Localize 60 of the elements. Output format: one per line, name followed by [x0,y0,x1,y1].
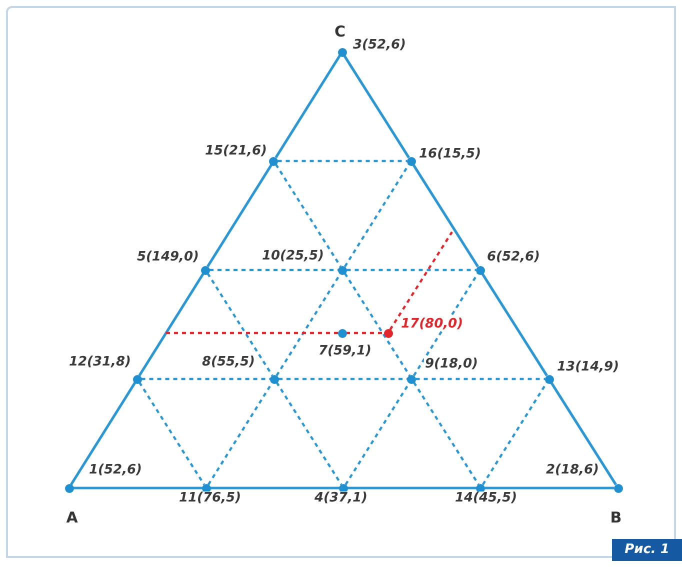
point-label: 14(45,5) [454,492,518,504]
dashed-line [344,272,411,376]
point-marker [406,156,416,166]
dashed-line [346,268,476,272]
dashed-line [166,332,338,334]
point-label: 8(55,5) [200,356,256,368]
point-label: 7(59,1) [318,344,372,358]
point-label: 10(25,5) [260,250,325,262]
triangle-side [73,486,202,490]
point-marker [407,374,416,384]
triangle-side [484,486,614,490]
point-label: 15(21,6) [204,144,268,158]
dashed-line [141,378,270,380]
point-marker [201,266,210,274]
point-label: 2(18,6) [544,464,600,476]
dashed-line [206,272,274,376]
triangle-side [210,486,340,490]
point-marker [132,374,142,384]
point-marker [338,266,348,274]
point-label: 17(80,0) [400,318,464,330]
triangle-side [550,382,617,486]
triangle-side [343,54,410,158]
point-marker [270,374,279,384]
dashed-line [276,382,342,486]
vertex-label: C [334,24,346,40]
triangle-side [348,486,477,490]
point-label: 6(52,6) [486,250,542,264]
point-marker [338,48,346,56]
point-marker [384,328,392,338]
point-marker [614,484,622,492]
triangle-side [70,382,136,486]
point-label: 4(37,1) [314,492,368,504]
triangle-side [206,164,273,268]
point-label: 13(14,9) [556,360,620,374]
triangle-side [138,272,204,376]
dashed-line [389,231,453,330]
triangle-side [412,164,479,268]
triangle-side [481,272,548,376]
dashed-line [274,164,342,268]
point-label: 12(31,8) [68,356,132,368]
point-marker [269,156,278,166]
point-label: 11(76,5) [178,492,242,504]
point-label: 9(18,0) [424,358,480,370]
point-marker [544,374,554,384]
vertex-label: A [66,510,78,526]
dashed-line [138,382,206,486]
point-label: 1(52,6) [88,464,144,476]
dashed-line [278,160,407,162]
point-marker [338,328,346,338]
point-label: 5(149,0) [136,250,200,264]
dashed-line [412,382,480,486]
vertex-label: B [610,510,622,526]
dashed-line [416,378,545,380]
point-marker [64,484,74,492]
point-label: 16(15,5) [418,148,482,160]
figure-caption: Рис. 1 [612,539,682,561]
triangle-side [274,54,341,158]
point-marker [476,266,484,274]
dashed-line [346,332,384,334]
point-label: 3(52,6) [352,38,408,52]
